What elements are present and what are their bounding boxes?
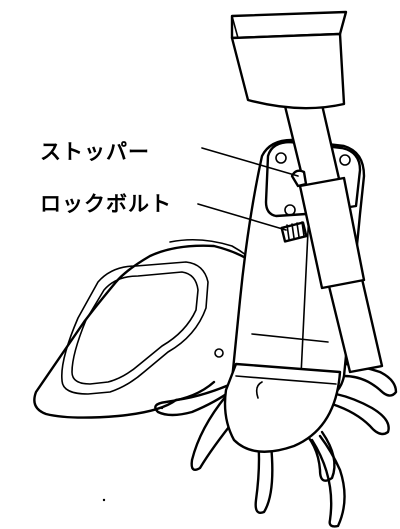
- engine-block: [230, 10, 348, 110]
- lock-bolt-label: ロックボルト: [40, 192, 172, 216]
- stopper-label: ストッパー: [40, 140, 150, 164]
- lock-bolt: [280, 221, 308, 243]
- frame-holes: [214, 348, 224, 358]
- detail-dots: [102, 406, 164, 502]
- leader-lines: [197, 147, 299, 231]
- tine-housing: [223, 362, 342, 453]
- shaft-sleeve: [298, 176, 366, 290]
